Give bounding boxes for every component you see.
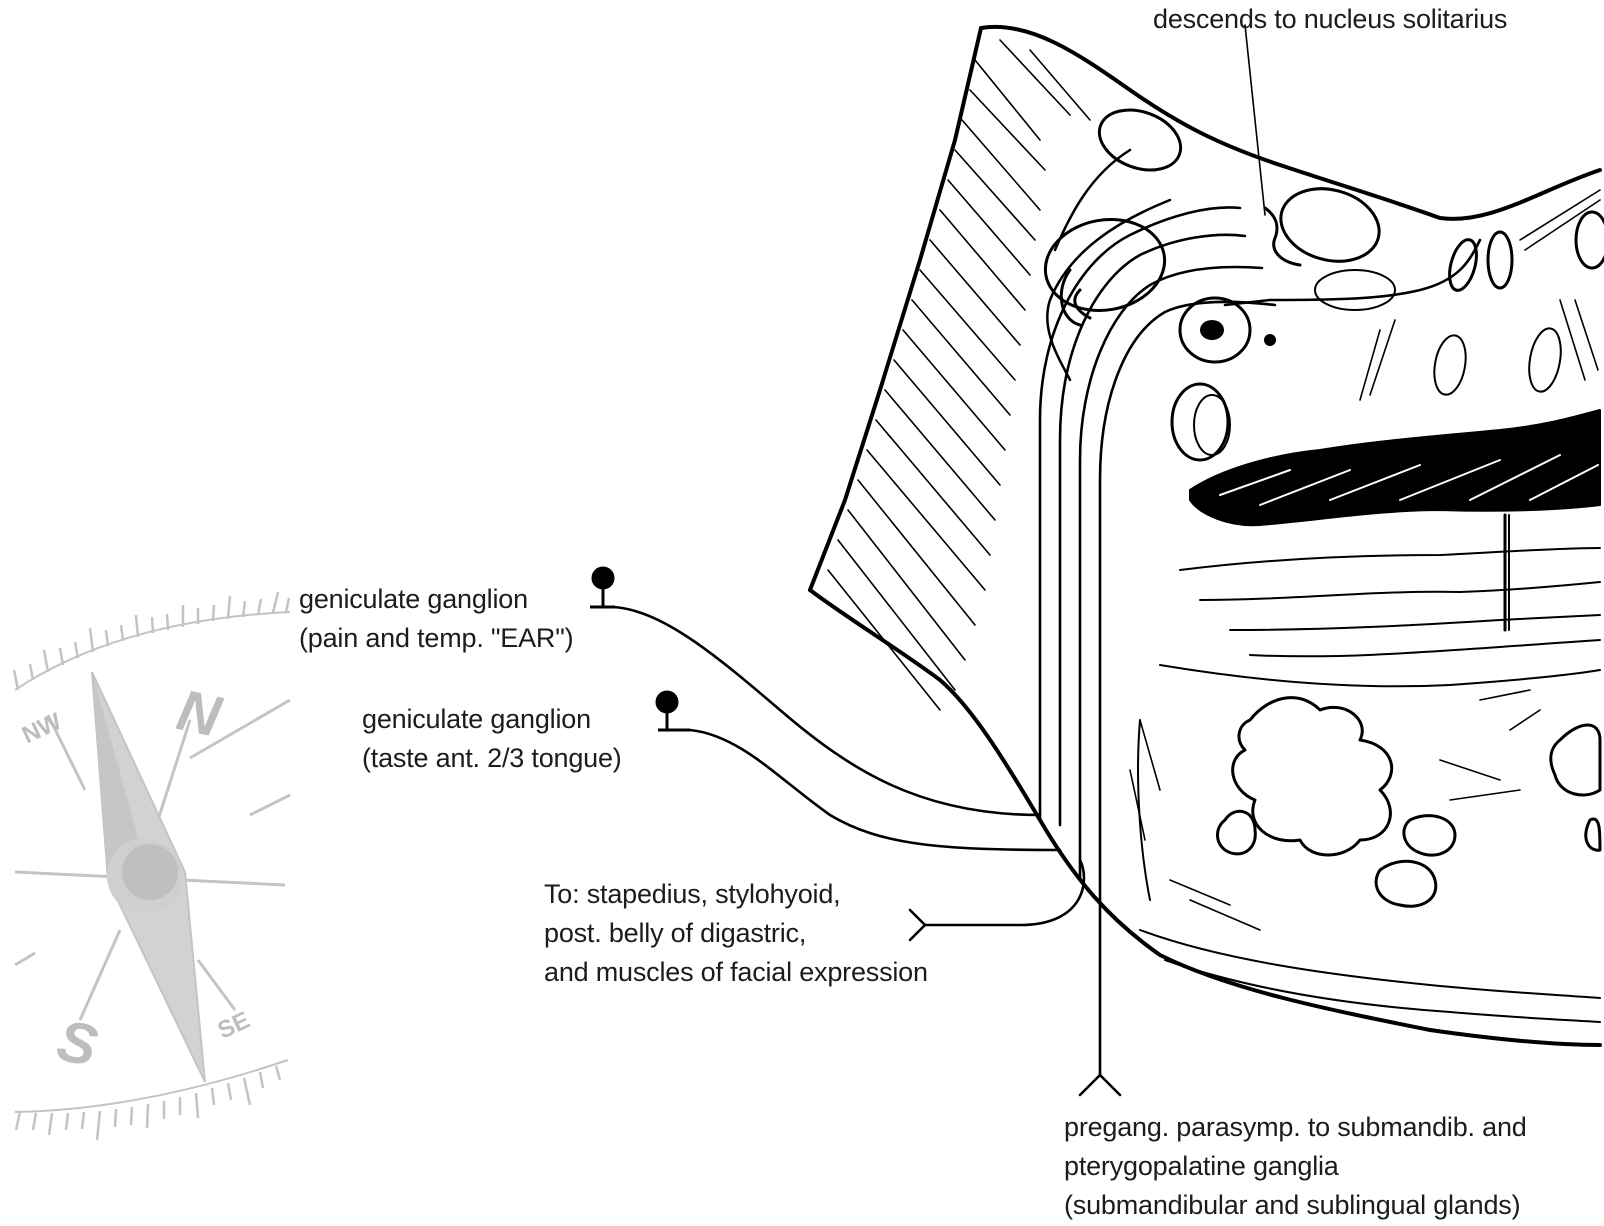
label-line: (submandibular and sublingual glands) bbox=[1064, 1186, 1527, 1225]
label-line: and muscles of facial expression bbox=[544, 953, 928, 992]
label-geniculate-ganglion-taste: geniculate ganglion (taste ant. 2/3 tong… bbox=[362, 700, 622, 778]
label-line: descends to nucleus solitarius bbox=[1153, 0, 1507, 39]
ganglion-symbol-2 bbox=[657, 692, 690, 730]
label-line: pregang. parasymp. to submandib. and bbox=[1064, 1108, 1527, 1147]
label-line: geniculate ganglion bbox=[362, 700, 622, 739]
label-line: post. belly of digastric, bbox=[544, 914, 928, 953]
ganglion-symbol-1 bbox=[590, 568, 615, 607]
brainstem-section bbox=[810, 27, 1604, 1045]
label-motor-targets: To: stapedius, stylohyoid, post. belly o… bbox=[544, 875, 928, 992]
label-preganglionic-parasympathetic: pregang. parasymp. to submandib. and pte… bbox=[1064, 1108, 1527, 1225]
label-line: (taste ant. 2/3 tongue) bbox=[362, 739, 622, 778]
label-descends-nucleus-solitarius: descends to nucleus solitarius bbox=[1153, 0, 1507, 39]
label-geniculate-ganglion-pain-temp: geniculate ganglion (pain and temp. "EAR… bbox=[299, 580, 573, 658]
label-line: pterygopalatine ganglia bbox=[1064, 1147, 1527, 1186]
label-line: To: stapedius, stylohyoid, bbox=[544, 875, 928, 914]
label-line: (pain and temp. "EAR") bbox=[299, 619, 573, 658]
label-line: geniculate ganglion bbox=[299, 580, 573, 619]
